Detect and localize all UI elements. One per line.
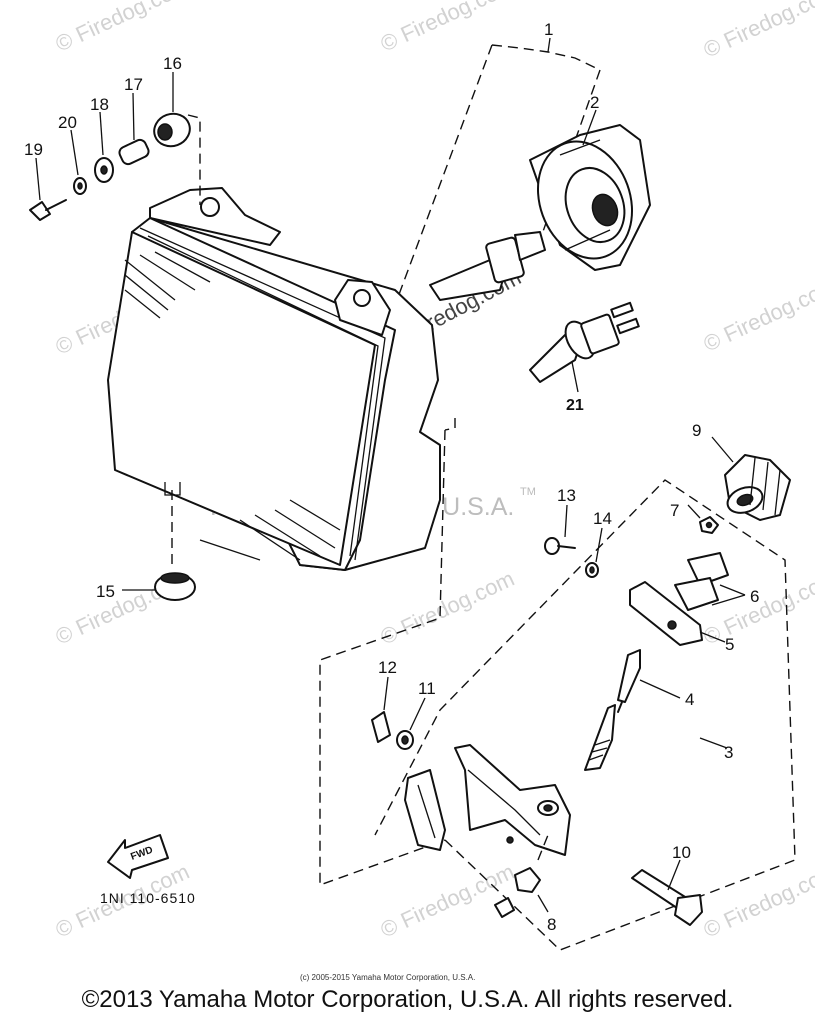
watermark-site: © Firedog.com — [700, 0, 815, 63]
nut-7 — [687, 504, 719, 534]
headlight-housing — [107, 187, 441, 571]
label-part-5: 5 — [725, 635, 734, 654]
adjuster-bracket-boundary — [319, 418, 796, 951]
washer-11 — [396, 697, 426, 750]
bulb-upper — [429, 231, 546, 301]
label-part-15: 15 — [96, 582, 115, 601]
adjuster-knob — [711, 436, 791, 521]
label-part-4: 4 — [685, 690, 694, 709]
bulb-h4 — [529, 301, 640, 393]
screw-13 — [544, 504, 576, 555]
nut-8 — [494, 834, 549, 918]
label-part-18: 18 — [90, 95, 109, 114]
label-part-2: 2 — [590, 93, 599, 112]
watermark-site: © Firedog.com — [377, 859, 519, 943]
watermark-site: © Firedog.com — [700, 859, 815, 943]
bottom-copyright: ©2013 Yamaha Motor Corporation, U.S.A. A… — [81, 986, 734, 1013]
watermark-site: © Firedog.com — [377, 566, 519, 650]
left-plate — [404, 769, 446, 851]
label-part-20: 20 — [58, 113, 77, 132]
clip-12 — [371, 676, 391, 743]
label-part-8: 8 — [547, 915, 556, 934]
label-part-13: 13 — [557, 486, 576, 505]
label-part-12: 12 — [378, 658, 397, 677]
label-part-21: 21 — [566, 397, 584, 414]
label-part-14: 14 — [593, 509, 612, 528]
label-part-3: 3 — [724, 743, 733, 762]
diagram-code: 1NI 110-6510 — [100, 890, 196, 906]
fwd-arrow-icon: FWD — [107, 834, 169, 879]
label-part-6: 6 — [750, 587, 759, 606]
label-part-17: 17 — [124, 75, 143, 94]
adjusting-rod-4 — [584, 649, 681, 771]
watermark-tm: TM — [520, 486, 536, 498]
part-labels: 1 2 3 4 5 6 7 8 9 10 11 12 13 14 15 16 1… — [24, 20, 759, 934]
small-copyright: (c) 2005-2015 Yamaha Motor Corporation, … — [300, 973, 475, 982]
washer-14 — [585, 527, 603, 578]
grommet-bottom — [122, 572, 196, 601]
bulb-socket-cover — [529, 109, 651, 271]
label-part-1: 1 — [544, 20, 553, 39]
label-part-19: 19 — [24, 140, 43, 159]
label-part-16: 16 — [163, 54, 182, 73]
clips-6 — [674, 552, 746, 611]
label-part-9: 9 — [692, 421, 701, 440]
watermark-site: © Firedog.com — [52, 0, 194, 57]
label-part-10: 10 — [672, 843, 691, 862]
watermark-site: © Firedog.com — [700, 273, 815, 357]
label-part-11: 11 — [418, 679, 436, 698]
label-part-7: 7 — [670, 501, 679, 520]
plate-5 — [629, 581, 726, 646]
watermark-site: © Firedog.com — [377, 0, 519, 57]
bolt-10 — [631, 859, 703, 926]
hardware-stack — [29, 72, 201, 221]
main-bracket — [454, 744, 571, 856]
